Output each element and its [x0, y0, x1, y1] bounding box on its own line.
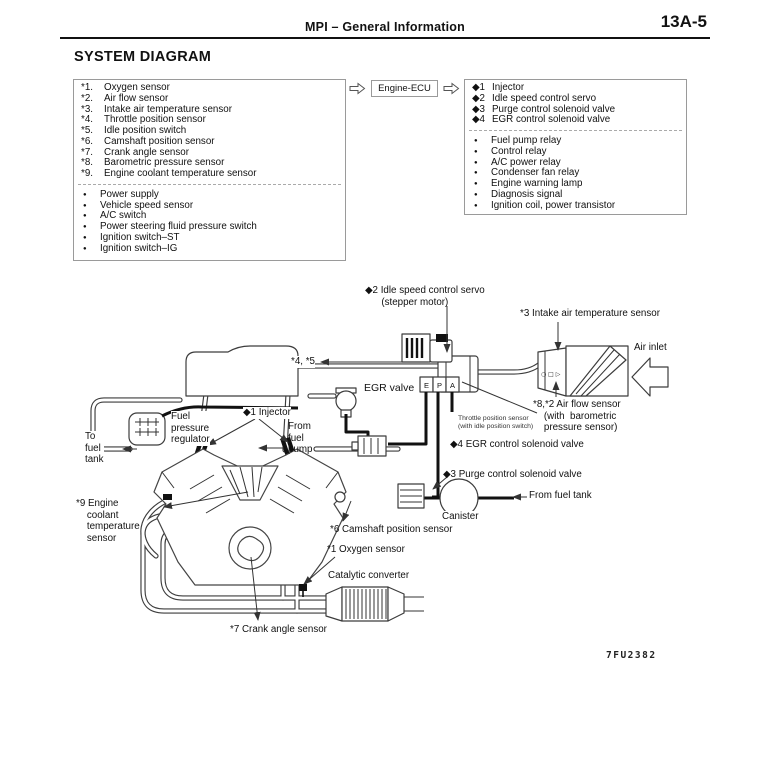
- label-canister: Canister: [442, 511, 479, 523]
- engine-block: [153, 448, 347, 586]
- engine-ecu-box: Engine-ECU: [371, 80, 438, 97]
- list-item: Diagnosis signal: [472, 189, 679, 201]
- list-item: Ignition coil, power transistor: [472, 200, 679, 212]
- label-egr-control-solenoid: ◆4 EGR control solenoid valve: [450, 439, 584, 450]
- label-camshaft-position-sensor: *6 Camshaft position sensor: [330, 524, 453, 535]
- section-title: SYSTEM DIAGRAM: [74, 49, 212, 65]
- label-egr-valve: EGR valve: [364, 382, 415, 395]
- label-injector: ◆1 Injector: [243, 407, 291, 419]
- list-item: *6.Camshaft position sensor: [81, 135, 215, 147]
- egr-valve: [335, 390, 357, 412]
- label-fuel-pressure-regulator: Fuel pressure regulator: [171, 411, 210, 446]
- label-purge-control-solenoid: ◆3 Purge control solenoid valve: [443, 469, 582, 480]
- air-inlet-arrow-icon: [631, 357, 669, 397]
- list-item: Condenser fan relay: [472, 167, 679, 179]
- label-throttle-idle-numbers: *4, *5: [291, 356, 315, 368]
- list-item: *5.Idle position switch: [81, 125, 187, 136]
- label-catalytic-converter: Catalytic converter: [328, 570, 410, 581]
- label-throttle-position-sensor: Throttle position sensor (with idle posi…: [458, 415, 534, 430]
- list-item: Fuel pump relay: [472, 135, 679, 147]
- exhaust-devices: [299, 584, 424, 622]
- idle-speed-servo: [429, 339, 453, 363]
- surge-tank: [185, 345, 299, 397]
- connector-symbols: ○ □ ▷: [541, 371, 561, 378]
- label-oxygen-sensor: *1 Oxygen sensor: [327, 544, 405, 555]
- list-item: Power supply: [81, 189, 338, 201]
- flow-arrow-right-icon: [443, 82, 460, 95]
- list-item: *1.Oxygen sensor: [81, 82, 170, 93]
- dashed-divider: [469, 130, 682, 131]
- port-letter-a: A: [450, 381, 455, 390]
- catalytic-converter: [341, 586, 389, 622]
- list-item: *7.Crank angle sensor: [81, 146, 189, 158]
- page-header-title: MPI – General Information: [305, 20, 465, 34]
- list-item: Power steering fluid pressure switch: [81, 221, 338, 233]
- leader-lines: [122, 306, 562, 621]
- list-item: Ignition switch–IG: [81, 243, 338, 255]
- list-item: *9.Engine coolant temperature sensor: [81, 168, 257, 179]
- diagram-devices: ○ □ ▷ E P A: [128, 333, 669, 446]
- label-to-fuel-tank: To fuel tank: [85, 431, 104, 466]
- list-item: Control relay: [472, 146, 679, 158]
- label-air-inlet: Air inlet: [634, 342, 667, 353]
- header-rule: [60, 37, 710, 39]
- coolant-temp-sensor: [163, 494, 172, 500]
- starred-sensor-list: *1.Oxygen sensor*2.Air flow sensor*3.Int…: [74, 80, 345, 182]
- label-air-flow-sensor: *8,*2 Air flow sensor (with barometric p…: [533, 399, 621, 434]
- dashed-divider: [78, 183, 341, 185]
- list-item: Vehicle speed sensor: [81, 200, 338, 212]
- flow-arrow-left-icon: [349, 82, 366, 95]
- label-from-fuel-pump: From fuel pump: [288, 421, 313, 456]
- fuel-pressure-regulator: [128, 412, 166, 446]
- vacuum-hoses: [161, 392, 514, 500]
- input-signals-box: *1.Oxygen sensor*2.Air flow sensor*3.Int…: [73, 79, 346, 261]
- port-letter-p: P: [437, 381, 442, 390]
- list-item: *8.Barometric pressure sensor: [81, 157, 225, 169]
- other-output-list: Fuel pump relayControl relayA/C power re…: [465, 133, 686, 213]
- list-item: *4.Throttle position sensor: [81, 114, 206, 126]
- label-idle-speed-servo: ◆2 Idle speed control servo (stepper mot…: [365, 285, 485, 308]
- oxygen-sensor: [299, 584, 307, 591]
- list-item: *3.Intake air temperature sensor: [81, 103, 232, 115]
- figure-code: 7FU2382: [606, 650, 657, 661]
- label-crank-angle-sensor: *7 Crank angle sensor: [230, 624, 327, 635]
- label-engine-coolant-temp-sensor: *9 Engine coolant temperature sensor: [76, 498, 140, 545]
- page-number: 13A-5: [660, 12, 707, 31]
- port-letter-e: E: [424, 381, 429, 390]
- air-cleaner-element: [569, 345, 627, 397]
- list-item: Engine warning lamp: [472, 178, 679, 190]
- list-item: *2.Air flow sensor: [81, 92, 169, 104]
- camshaft-position-sensor: [334, 491, 346, 503]
- label-from-fuel-tank: From fuel tank: [529, 490, 592, 501]
- list-item: A/C power relay: [472, 157, 679, 169]
- list-item: Ignition switch–ST: [81, 232, 338, 244]
- egr-control-solenoid-valve: [357, 435, 387, 457]
- label-intake-air-temp-sensor: *3 Intake air temperature sensor: [520, 308, 660, 319]
- list-item: A/C switch: [81, 210, 338, 222]
